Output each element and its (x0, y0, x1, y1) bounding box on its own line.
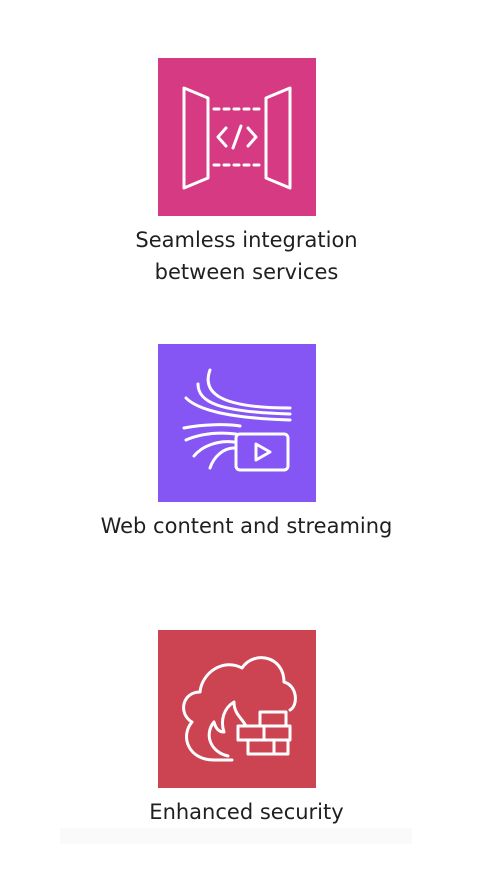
feature-caption: Web content and streaming (0, 510, 493, 542)
caption-line: Seamless integration (135, 228, 358, 252)
api-gateway-icon (158, 58, 316, 216)
streaming-icon (158, 344, 316, 502)
bottom-divider (60, 828, 412, 844)
caption-line: Web content and streaming (100, 514, 393, 538)
firewall-icon (158, 630, 316, 788)
caption-line: Enhanced security (149, 800, 344, 824)
feature-caption: Seamless integration between services (0, 224, 493, 288)
caption-line: between services (154, 260, 339, 284)
feature-caption: Enhanced security (0, 796, 493, 828)
